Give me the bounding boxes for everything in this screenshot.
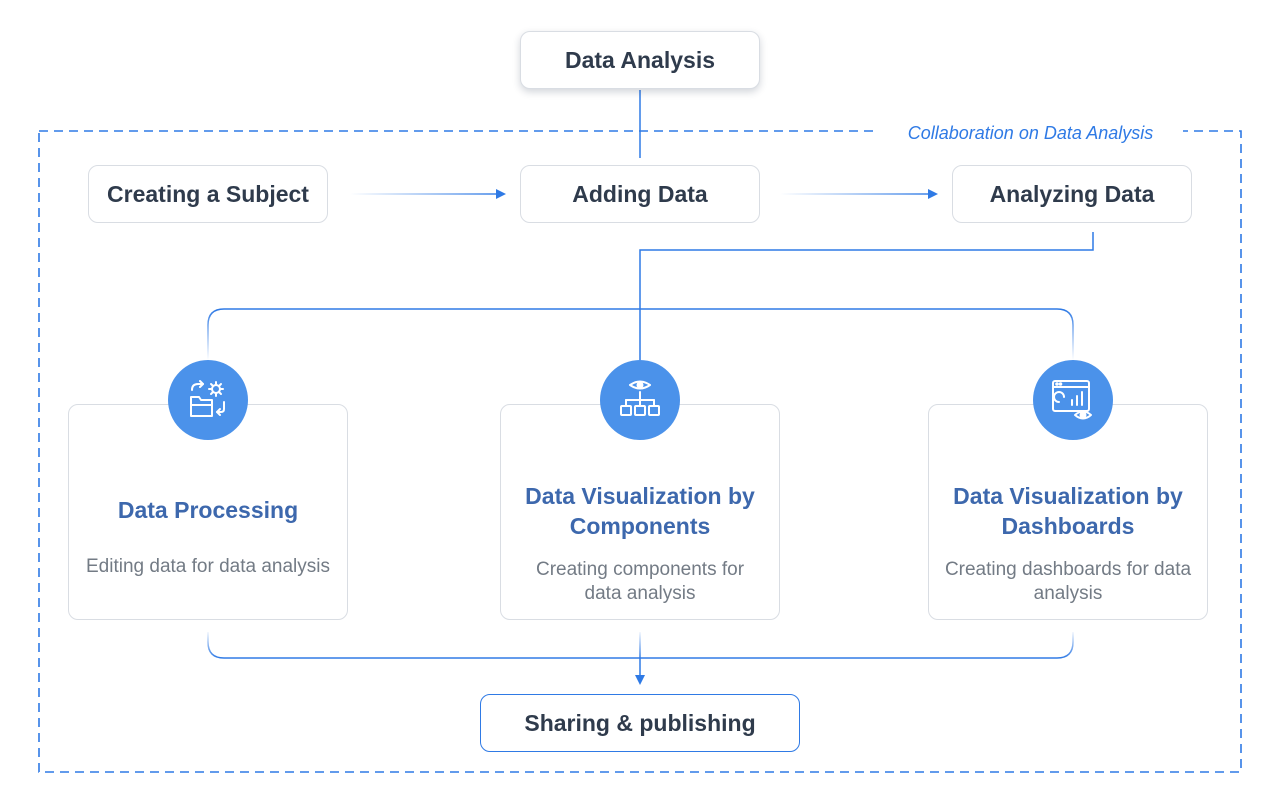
data-processing-icon <box>168 360 248 440</box>
components-description: Creating components for data analysis <box>535 559 745 604</box>
sharing-publishing-node: Sharing & publishing <box>480 694 800 752</box>
dashboards-title: Data Visualization by Dashboards <box>953 483 1183 539</box>
merge-bottom-left <box>207 632 640 659</box>
data-analysis-node: Data Analysis <box>520 31 760 89</box>
data-analysis-label: Data Analysis <box>565 46 715 73</box>
merge-bottom-right <box>640 632 1074 659</box>
data-processing-description: Editing data for data analysis <box>86 556 330 577</box>
component-hierarchy-icon <box>600 360 680 440</box>
dashboards-description: Creating dashboards for data analysis <box>944 559 1192 604</box>
adding-data-label: Adding Data <box>572 180 708 207</box>
creating-subject-label: Creating a Subject <box>107 180 309 207</box>
dashboard-chart-icon <box>1033 360 1113 440</box>
analyzing-data-node: Analyzing Data <box>952 165 1192 223</box>
dashboards-card: Data Visualization by Dashboards Creatin… <box>928 404 1208 620</box>
analyzing-data-label: Analyzing Data <box>989 180 1155 207</box>
analyzing-elbow-connector <box>639 232 1094 360</box>
sharing-publishing-label: Sharing & publishing <box>524 709 756 736</box>
branch-top-left <box>207 308 640 360</box>
data-processing-card: Data Processing Editing data for data an… <box>68 404 348 620</box>
collaboration-group-label: Collaboration on Data Analysis <box>878 120 1183 146</box>
branch-top-right <box>640 308 1074 360</box>
components-card: Data Visualization by Components Creatin… <box>500 404 780 620</box>
adding-data-node: Adding Data <box>520 165 760 223</box>
data-processing-title: Data Processing <box>117 497 299 523</box>
creating-subject-node: Creating a Subject <box>88 165 328 223</box>
components-title: Data Visualization by Components <box>525 483 755 539</box>
